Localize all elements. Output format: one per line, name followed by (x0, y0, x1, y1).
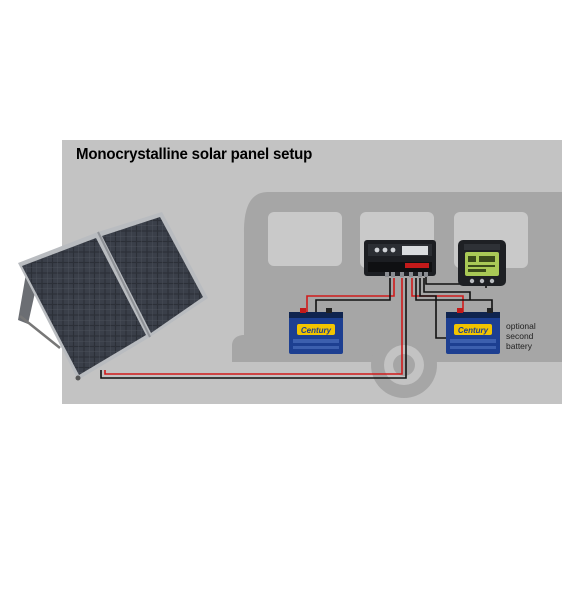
battery-primary-brand: Century (301, 326, 332, 335)
solar-panel (18, 212, 208, 381)
optional-battery-label-line-1: optional (506, 321, 536, 331)
caravan-window-left (268, 212, 342, 266)
diagram-title: Monocrystalline solar panel setup (76, 146, 313, 163)
remote-display (458, 240, 506, 286)
solar-panel-wires (100, 278, 407, 379)
battery-optional-second: Century (446, 308, 500, 354)
optional-battery-label-line-3: battery (506, 341, 532, 351)
caravan-silhouette (232, 192, 562, 398)
battery-wires (306, 278, 493, 339)
optional-battery-label: optional second battery (506, 321, 536, 351)
charge-controller (364, 240, 436, 277)
battery-primary: Century (289, 308, 343, 354)
optional-battery-label-line-2: second (506, 331, 534, 341)
battery-optional-brand: Century (458, 326, 489, 335)
